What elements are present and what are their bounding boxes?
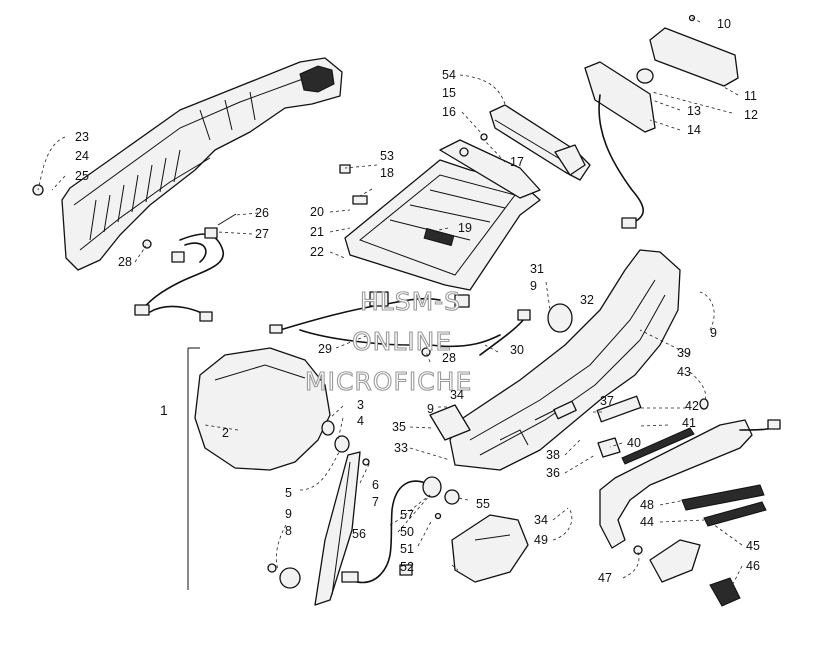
callout-37: 37 <box>600 394 614 408</box>
callout-22: 22 <box>310 245 324 259</box>
callout-43: 43 <box>677 365 691 379</box>
callout-25: 25 <box>75 169 89 183</box>
callout-6: 6 <box>372 478 379 492</box>
callout-3: 3 <box>357 398 364 412</box>
callout-labels: 1 2 3 4 5 6 7 8 9 9 9 9 10 11 12 13 14 1… <box>75 17 760 585</box>
callout-13: 13 <box>687 104 701 118</box>
callout-52: 52 <box>400 560 414 574</box>
callout-30: 30 <box>510 343 524 357</box>
watermark: HLSM-S ONLINE MICROFICHE <box>304 286 472 396</box>
rack-light-bar <box>480 104 591 181</box>
wiring-harness-left <box>134 213 237 322</box>
watermark-line-2: ONLINE <box>352 327 452 356</box>
callout-9-rack: 9 <box>530 279 537 293</box>
callout-9-center: 9 <box>427 402 434 416</box>
callout-19: 19 <box>458 221 472 235</box>
callout-23: 23 <box>75 130 89 144</box>
callout-54: 54 <box>442 68 456 82</box>
callout-4: 4 <box>357 414 364 428</box>
callout-41: 41 <box>682 416 696 430</box>
callout-36: 36 <box>546 466 560 480</box>
callout-27: 27 <box>255 227 269 241</box>
taillight-assembly <box>584 14 739 229</box>
callout-50: 50 <box>400 525 414 539</box>
right-step-assembly <box>596 395 781 607</box>
callout-56: 56 <box>352 527 366 541</box>
mount-bracket-left <box>267 451 460 606</box>
callout-48: 48 <box>640 498 654 512</box>
leader-lines <box>37 17 743 591</box>
callout-5: 5 <box>285 486 292 500</box>
rear-bumper-frame <box>429 249 681 471</box>
callout-12: 12 <box>744 108 758 122</box>
watermark-line-1: HLSM-S <box>360 287 461 316</box>
callout-10: 10 <box>717 17 731 31</box>
callout-53: 53 <box>380 149 394 163</box>
callout-18: 18 <box>380 166 394 180</box>
callout-24: 24 <box>75 149 89 163</box>
callout-31: 31 <box>530 262 544 276</box>
callout-9-left: 9 <box>285 507 292 521</box>
left-fender <box>194 347 350 471</box>
callout-2: 2 <box>222 426 229 440</box>
callout-11: 11 <box>744 89 757 103</box>
callout-35: 35 <box>392 420 406 434</box>
callout-39: 39 <box>677 346 691 360</box>
callout-1: 1 <box>160 402 168 418</box>
callout-17: 17 <box>510 155 524 169</box>
callout-8: 8 <box>285 524 292 538</box>
pad-part-52 <box>434 512 529 583</box>
callout-55: 55 <box>476 497 490 511</box>
callout-49: 49 <box>534 533 548 547</box>
callout-44: 44 <box>640 515 654 529</box>
callout-7: 7 <box>372 495 379 509</box>
callout-21: 21 <box>310 225 324 239</box>
callout-46: 46 <box>746 559 760 573</box>
callout-9-right: 9 <box>710 326 717 340</box>
callout-33: 33 <box>394 441 408 455</box>
callout-38: 38 <box>546 448 560 462</box>
callout-28-left: 28 <box>118 255 132 269</box>
callout-45: 45 <box>746 539 760 553</box>
callout-20: 20 <box>310 205 324 219</box>
callout-57: 57 <box>400 508 414 522</box>
callout-47: 47 <box>598 571 612 585</box>
callout-14: 14 <box>687 123 701 137</box>
callout-15: 15 <box>442 86 456 100</box>
wiring-harness-center <box>269 291 531 357</box>
callout-51: 51 <box>400 542 414 556</box>
callout-34-lower: 34 <box>534 513 548 527</box>
watermark-line-3: MICROFICHE <box>305 367 472 396</box>
callout-32: 32 <box>580 293 594 307</box>
callout-34-center: 34 <box>450 388 464 402</box>
callout-29: 29 <box>318 342 332 356</box>
callout-40: 40 <box>627 436 641 450</box>
callout-16: 16 <box>442 105 456 119</box>
rear-rack <box>339 139 541 291</box>
callout-42: 42 <box>685 399 699 413</box>
callout-28-center: 28 <box>442 351 456 365</box>
tunnel-rail-assembly <box>32 57 343 271</box>
callout-26: 26 <box>255 206 269 220</box>
